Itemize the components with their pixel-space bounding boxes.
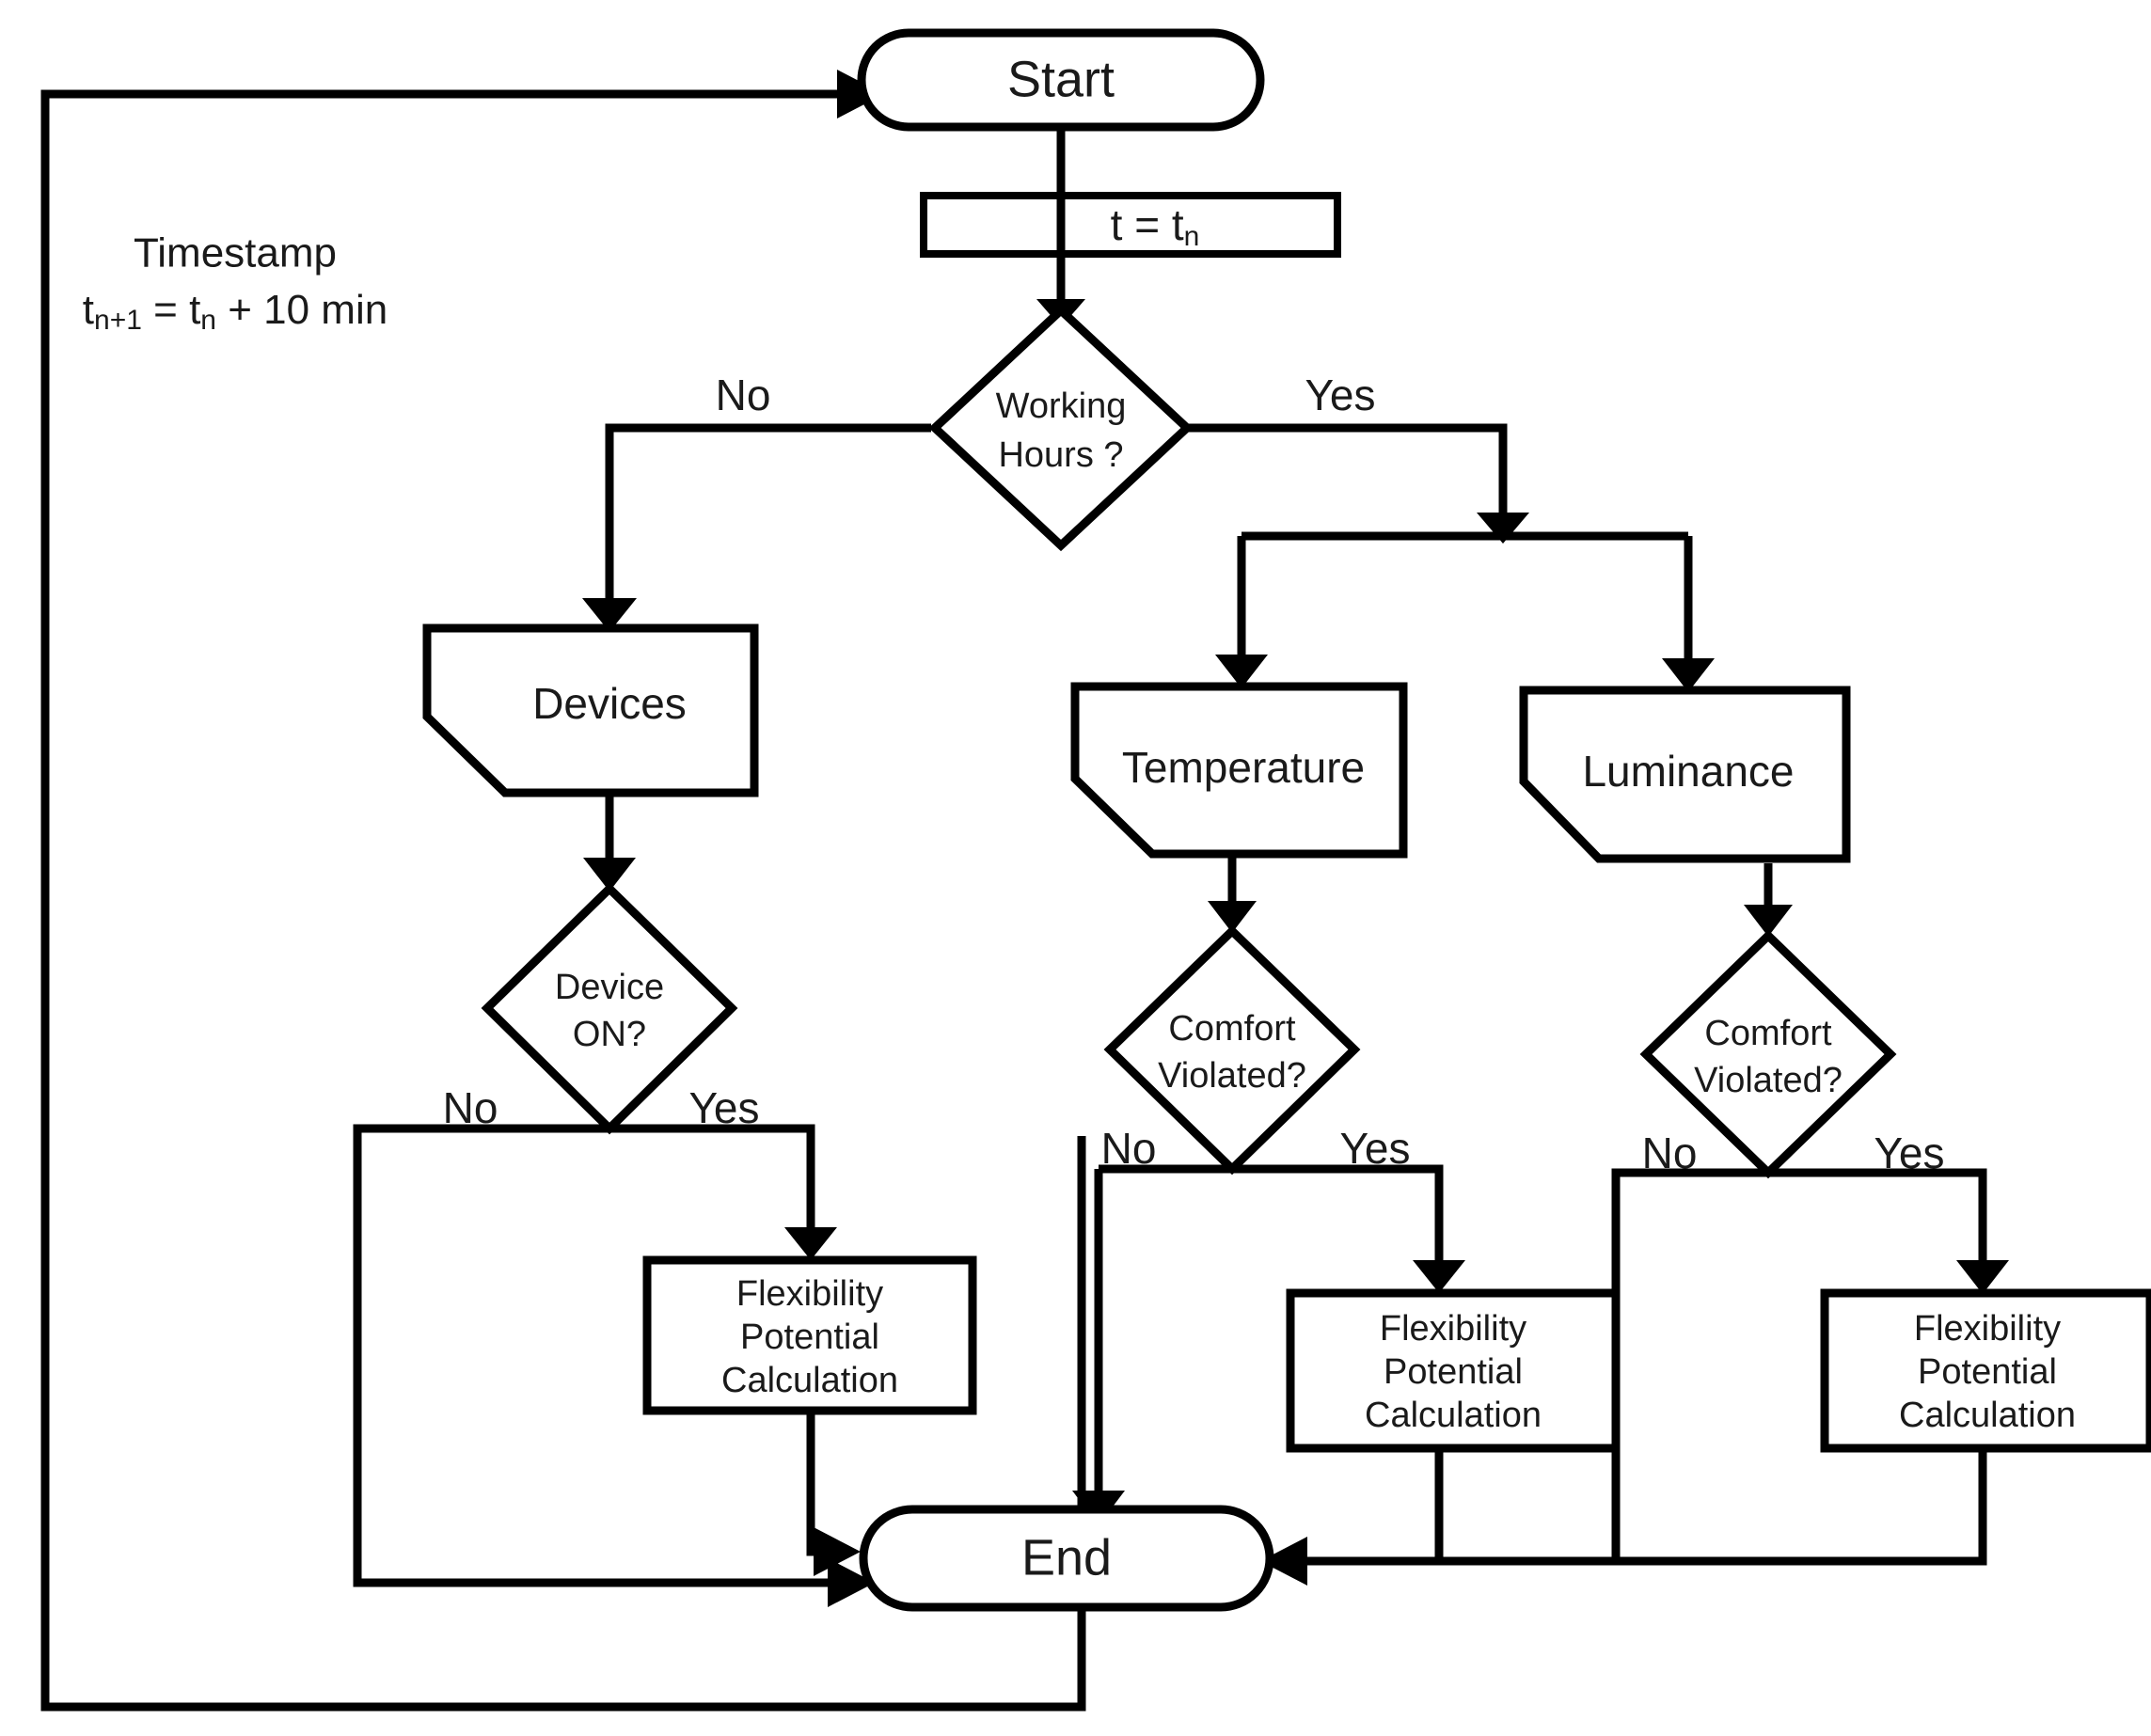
edge-label-deviceon-no: No xyxy=(443,1083,498,1132)
node-working-hours-line2: Hours ? xyxy=(998,435,1123,475)
arrowhead-workinghours-yes-fork xyxy=(1477,513,1529,544)
node-start-label: Start xyxy=(1007,51,1115,107)
node-device-on-line2: ON? xyxy=(573,1015,646,1054)
edge-label-comforttemp-no: No xyxy=(1101,1124,1157,1173)
node-fpc-lum-line1: Flexibility xyxy=(1914,1309,2061,1349)
arrowhead-fork-to-luminance xyxy=(1662,658,1715,692)
edge-end-to-start-loopback xyxy=(40,89,1086,1712)
node-fpc-temp-line1: Flexibility xyxy=(1380,1309,1526,1349)
arrowhead-temperature-to-comfort xyxy=(1208,901,1257,933)
edge-workinghours-no xyxy=(605,423,931,598)
arrowhead-comforttemp-yes-to-fpc xyxy=(1413,1260,1465,1293)
node-start[interactable] xyxy=(857,28,1265,132)
arrowhead-deviceon-yes-to-fpc xyxy=(784,1227,837,1260)
node-device-on-line1: Device xyxy=(555,968,664,1007)
edge-fpctemp-to-end xyxy=(1307,1448,1444,1566)
arrowhead-right-bus-to-end xyxy=(1260,1537,1307,1586)
node-end[interactable] xyxy=(859,1505,1274,1612)
node-comfort-temp-line1: Comfort xyxy=(1168,1009,1296,1049)
node-fpc-device-line1: Flexibility xyxy=(736,1274,883,1314)
edge-fpclum-to-end xyxy=(1616,1448,1987,1566)
edge-comfortlum-yes xyxy=(1768,1168,1987,1260)
node-temperature-label: Temperature xyxy=(1122,743,1365,792)
node-fpc-lum-line2: Potential xyxy=(1918,1352,2057,1392)
node-fpc-device-line3: Calculation xyxy=(721,1361,898,1400)
edge-deviceon-no-to-end xyxy=(353,1124,828,1587)
node-timestep-label: t = tn xyxy=(1111,200,1200,252)
node-comfort-temp-line2: Violated? xyxy=(1158,1056,1306,1096)
node-timestep[interactable] xyxy=(920,192,1341,258)
node-device-on[interactable] xyxy=(481,882,738,1135)
node-comfort-lum-line1: Comfort xyxy=(1704,1014,1832,1053)
timestamp-title: Timestamp xyxy=(134,230,337,276)
node-devices-label: Devices xyxy=(532,679,687,728)
edge-workinghours-yes xyxy=(1187,423,1508,513)
node-luminance-label: Luminance xyxy=(1582,747,1794,796)
edge-label-workinghours-yes: Yes xyxy=(1305,371,1375,419)
edge-label-workinghours-no: No xyxy=(716,371,771,419)
node-devices[interactable] xyxy=(422,623,759,797)
node-luminance[interactable] xyxy=(1519,686,1851,863)
node-fpc-lum-line3: Calculation xyxy=(1899,1396,2076,1435)
node-fpc-device[interactable] xyxy=(642,1255,977,1415)
edge-deviceon-yes xyxy=(609,1124,815,1227)
node-working-hours[interactable] xyxy=(928,304,1194,552)
node-working-hours-line1: Working xyxy=(996,387,1127,426)
edge-label-comforttemp-yes: Yes xyxy=(1339,1124,1410,1173)
node-fpc-temperature[interactable] xyxy=(1286,1288,1621,1453)
arrowhead-workinghours-no-to-devices xyxy=(582,598,637,632)
node-fpc-temp-line2: Potential xyxy=(1384,1352,1523,1392)
node-temperature[interactable] xyxy=(1070,682,1408,859)
node-comfort-violated-temperature[interactable] xyxy=(1103,924,1361,1176)
node-fpc-luminance[interactable] xyxy=(1820,1288,2151,1453)
arrowhead-devices-to-deviceon xyxy=(583,858,636,892)
node-end-label: End xyxy=(1021,1529,1112,1586)
edge-comforttemp-yes xyxy=(1232,1164,1444,1260)
node-fpc-device-line2: Potential xyxy=(740,1318,879,1357)
arrowhead-fork-to-temperature xyxy=(1215,655,1268,688)
edge-label-deviceon-yes: Yes xyxy=(688,1083,759,1132)
node-fpc-temp-line3: Calculation xyxy=(1365,1396,1542,1435)
arrowhead-fpcdevice-to-end xyxy=(814,1527,861,1576)
arrowhead-luminance-to-comfort xyxy=(1744,905,1793,937)
node-comfort-lum-line2: Violated? xyxy=(1694,1061,1843,1100)
node-comfort-violated-luminance[interactable] xyxy=(1639,929,1897,1179)
timestamp-formula: tn+1 = tn + 10 min xyxy=(83,287,387,336)
edge-label-comfortlum-no: No xyxy=(1642,1128,1698,1177)
edge-label-comfortlum-yes: Yes xyxy=(1874,1128,1944,1177)
arrowhead-comfortlum-yes-to-fpc xyxy=(1956,1260,2009,1294)
arrowhead-deviceon-no-to-end xyxy=(828,1558,875,1607)
